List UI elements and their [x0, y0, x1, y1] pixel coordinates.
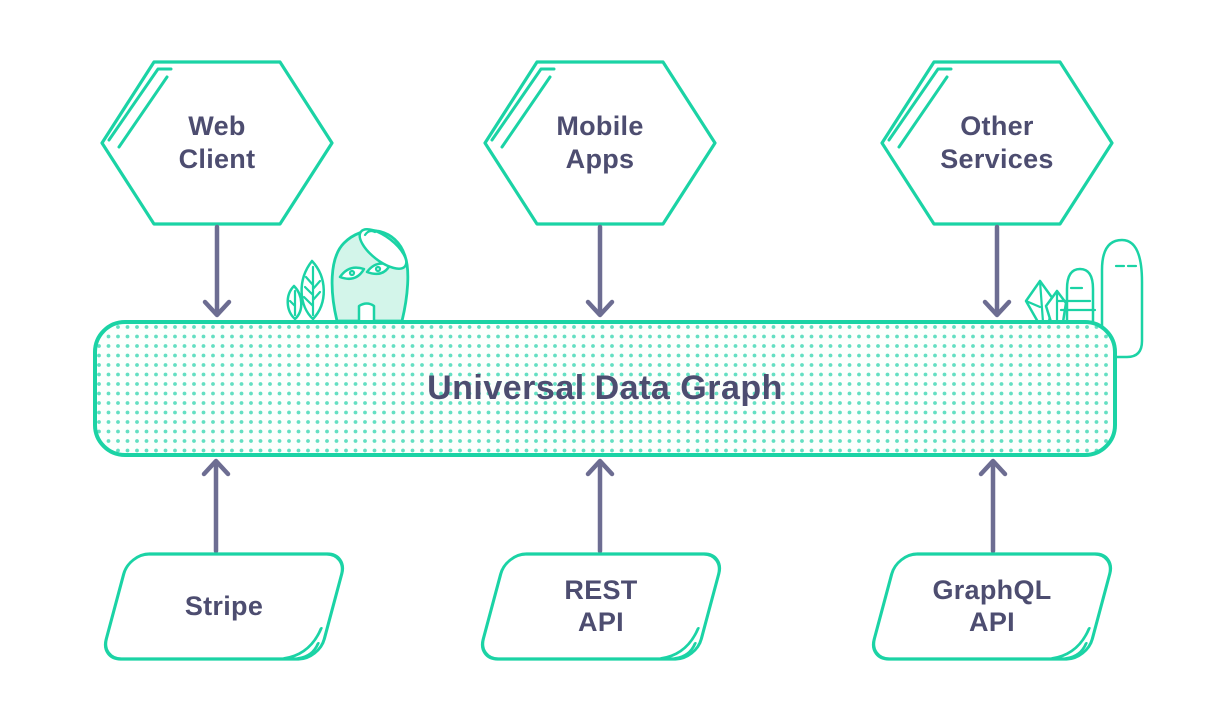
web-client-label: Web Client	[107, 110, 327, 176]
box-graphql-api	[871, 552, 1113, 661]
label-line: Stripe	[184, 591, 264, 621]
mobile-apps-label: Mobile Apps	[490, 110, 710, 176]
other-services-label: Other Services	[887, 110, 1107, 176]
label-line: Services	[940, 144, 1054, 174]
label-line: GraphQL	[932, 575, 1052, 605]
tall-hill-icon	[1055, 238, 1144, 359]
label-line: API	[578, 607, 624, 637]
leaf-plant-icon	[286, 259, 325, 321]
box-rest-api	[480, 552, 722, 661]
halo-icon	[358, 228, 408, 270]
arrow-stripe-to-graph	[201, 458, 231, 554]
arrow-web-client-to-graph	[202, 224, 232, 318]
label-line: Apps	[565, 144, 635, 174]
graphql-api-label: GraphQL API	[882, 574, 1102, 638]
stripe-label: Stripe	[114, 590, 334, 622]
box-stripe	[103, 552, 345, 661]
ghost-mascot-icon	[330, 228, 410, 323]
small-hill-icon	[1065, 267, 1095, 324]
arrow-rest-api-to-graph	[585, 458, 615, 554]
label-line: REST	[564, 575, 638, 605]
arrow-graphql-api-to-graph	[978, 458, 1008, 554]
crystal-cluster-icon	[1024, 279, 1068, 324]
label-line: Mobile	[556, 111, 644, 141]
arrow-mobile-apps-to-graph	[585, 224, 615, 318]
universal-data-graph-bar	[93, 320, 1117, 457]
arrow-other-services-to-graph	[982, 224, 1012, 318]
label-line: Other	[960, 111, 1034, 141]
label-line: API	[969, 607, 1015, 637]
label-line: Web	[188, 111, 246, 141]
label-line: Client	[178, 144, 256, 174]
universal-data-graph-title: Universal Data Graph	[427, 369, 783, 407]
rest-api-label: REST API	[491, 574, 711, 638]
